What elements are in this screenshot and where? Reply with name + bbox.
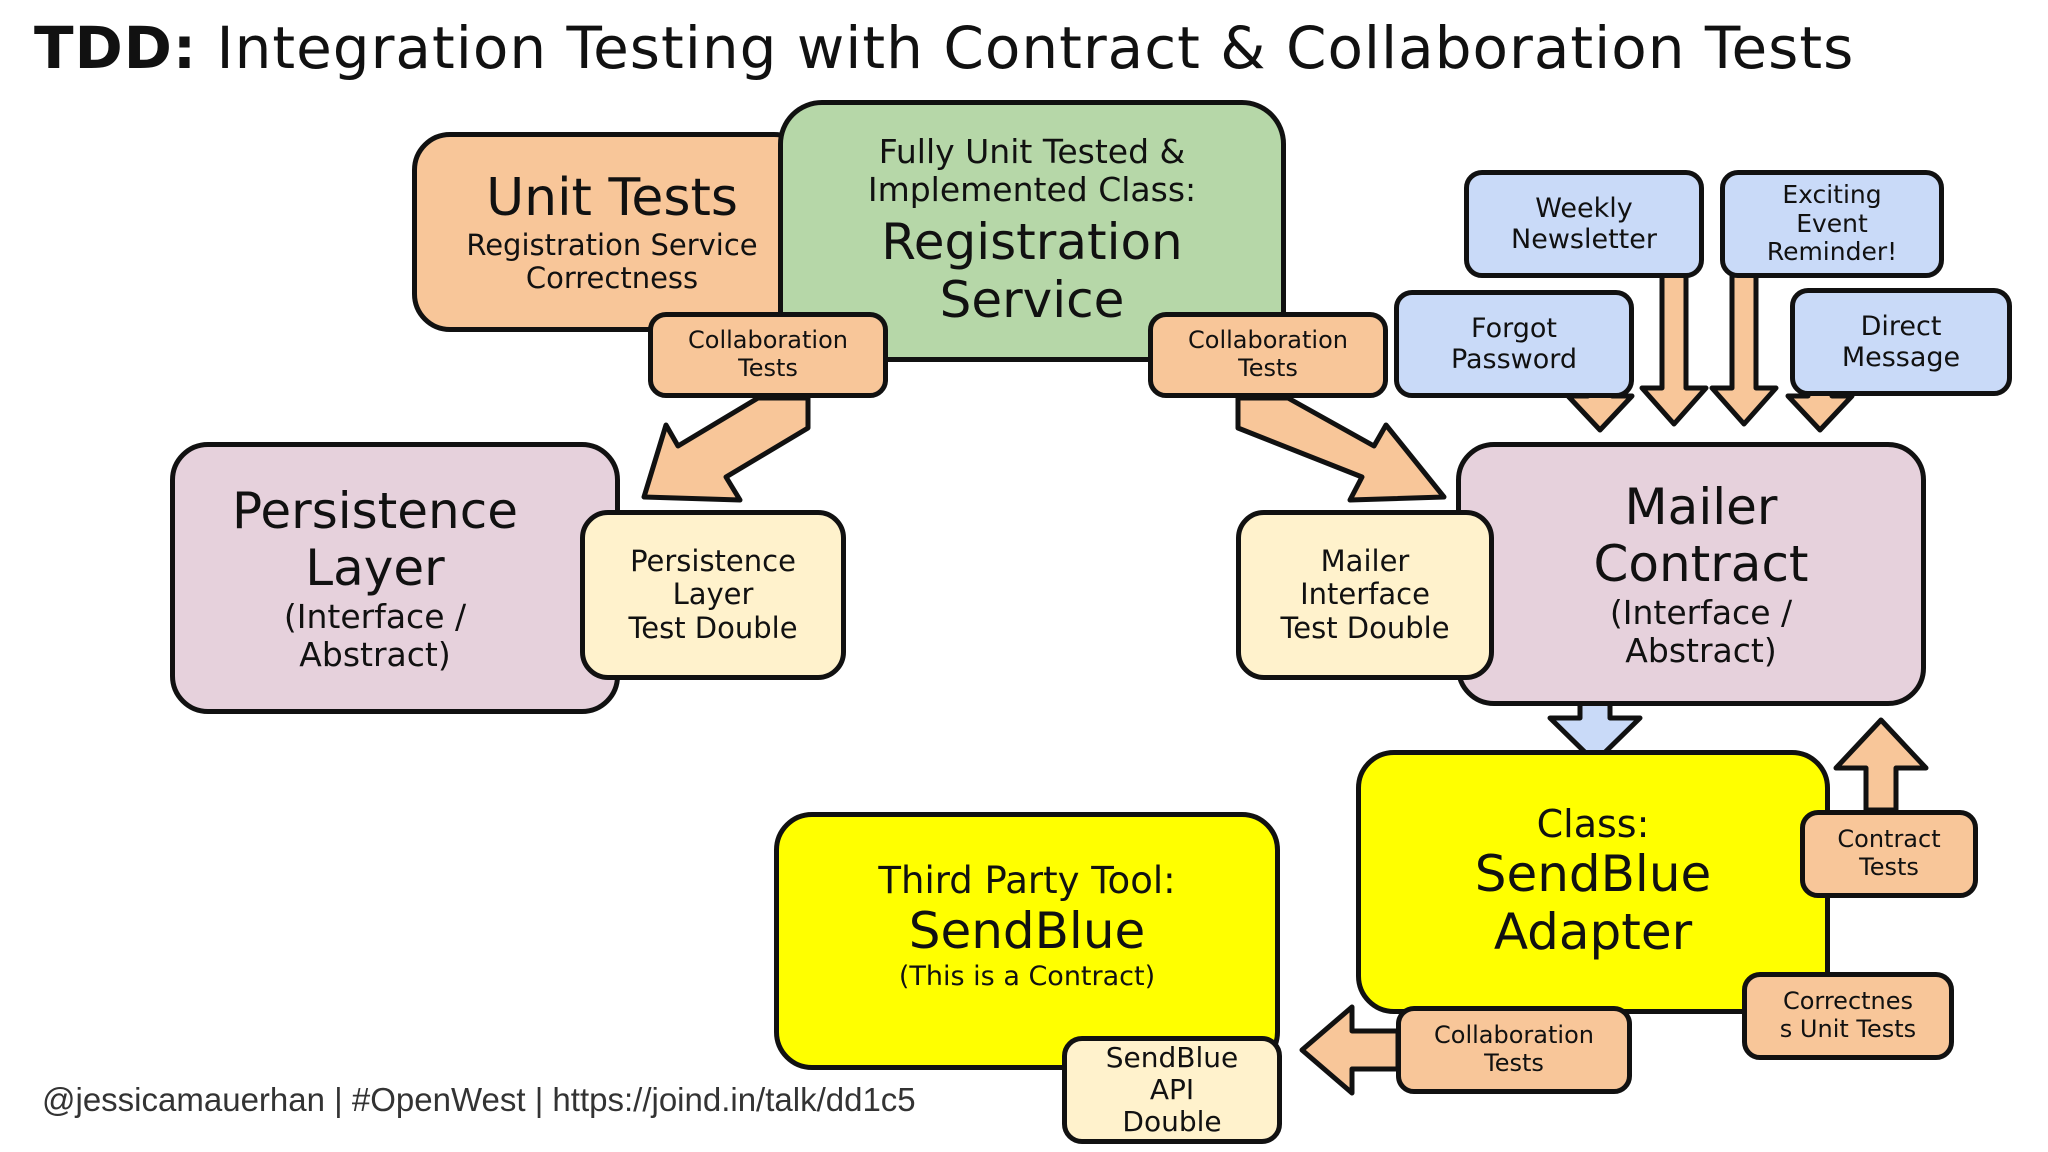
mdouble-line1: Mailer	[1320, 543, 1410, 578]
mailer-line2: Contract	[1593, 535, 1809, 594]
correctness-line1: Correctnes	[1782, 987, 1914, 1016]
pdouble-line2: Layer	[672, 577, 754, 612]
contract-line2: Tests	[1859, 853, 1919, 881]
weekly-newsletter-box: Weekly Newsletter	[1464, 170, 1704, 278]
persistence-layer-box: Persistence Layer (Interface / Abstract)	[170, 442, 620, 714]
arrow-to-third-party	[1299, 1004, 1401, 1096]
arrow-weekly-newsletter	[1639, 256, 1709, 427]
direct-line2: Message	[1841, 342, 1961, 373]
direct-message-box: Direct Message	[1790, 288, 2012, 396]
collab-bottom-line2: Tests	[1484, 1049, 1544, 1077]
apidouble-line2: API	[1149, 1072, 1195, 1106]
persistence-line2: Layer	[305, 539, 445, 598]
footer-credit: @jessicamauerhan | #OpenWest | https://j…	[42, 1081, 916, 1118]
correctness-unit-tests-box: Correctnes s Unit Tests	[1742, 972, 1954, 1060]
persistence-test-double-box: Persistence Layer Test Double	[580, 510, 846, 680]
weekly-line1: Weekly	[1535, 192, 1633, 224]
collab-left-line2: Tests	[738, 354, 798, 382]
unit-tests-heading: Unit Tests	[486, 167, 738, 228]
mailer-contract-box: Mailer Contract (Interface / Abstract)	[1456, 442, 1926, 706]
mdouble-line2: Interface	[1300, 577, 1430, 612]
mailer-test-double-box: Mailer Interface Test Double	[1236, 510, 1494, 680]
pdouble-line1: Persistence	[630, 543, 796, 578]
apidouble-line1: SendBlue	[1105, 1040, 1239, 1074]
contract-tests-box: Contract Tests	[1800, 810, 1978, 898]
pdouble-line3: Test Double	[628, 610, 798, 645]
third-line2: SendBlue	[908, 902, 1146, 960]
arrow-to-mailer	[1235, 395, 1447, 503]
arrow-to-persistence	[641, 395, 811, 503]
registration-line3: Registration	[881, 213, 1183, 272]
collab-right-line2: Tests	[1238, 354, 1298, 382]
collab-bottom-line1: Collaboration	[1434, 1021, 1594, 1050]
arrow-contract-up	[1833, 717, 1929, 813]
title-text: Integration Testing with Contract & Coll…	[216, 14, 1855, 82]
adapter-line3: Adapter	[1493, 902, 1693, 961]
forgot-line1: Forgot	[1471, 312, 1557, 344]
collaboration-tests-left: Collaboration Tests	[648, 312, 888, 398]
forgot-line2: Password	[1450, 344, 1578, 375]
unit-tests-line2: Correctness	[525, 260, 699, 295]
direct-line1: Direct	[1860, 310, 1942, 342]
mailer-line1: Mailer	[1624, 477, 1778, 536]
unit-tests-box: Unit Tests Registration Service Correctn…	[412, 132, 812, 332]
collaboration-tests-bottom: Collaboration Tests	[1396, 1006, 1632, 1094]
registration-line4: Service	[939, 270, 1125, 329]
adapter-line2: SendBlue	[1474, 845, 1712, 904]
unit-tests-line1: Registration Service	[466, 227, 758, 262]
registration-line2: Implemented Class:	[867, 169, 1197, 209]
persistence-line4: Abstract)	[299, 634, 451, 674]
third-line1: Third Party Tool:	[878, 859, 1176, 903]
event-line1: Exciting	[1782, 179, 1882, 209]
apidouble-line3: Double	[1122, 1105, 1222, 1139]
diagram-title: TDD: Integration Testing with Contract &…	[34, 8, 2024, 88]
mdouble-line3: Test Double	[1280, 610, 1450, 645]
weekly-line2: Newsletter	[1511, 224, 1657, 255]
mailer-line4: Abstract)	[1625, 630, 1777, 670]
event-line3: Reminder!	[1766, 237, 1898, 267]
adapter-line1: Class:	[1536, 801, 1650, 846]
arrow-exciting-event	[1709, 256, 1779, 427]
third-party-tool-box: Third Party Tool: SendBlue (This is a Co…	[774, 812, 1280, 1070]
persistence-line1: Persistence	[232, 481, 518, 540]
forgot-password-box: Forgot Password	[1394, 290, 1634, 398]
collaboration-tests-right: Collaboration Tests	[1148, 312, 1388, 398]
event-line2: Event	[1796, 208, 1868, 238]
correctness-line2: s Unit Tests	[1779, 1015, 1917, 1043]
collab-left-line1: Collaboration	[688, 326, 848, 355]
sendblue-api-double-box: SendBlue API Double	[1062, 1036, 1282, 1144]
persistence-line3: (Interface /	[283, 596, 467, 636]
exciting-event-box: Exciting Event Reminder!	[1720, 170, 1944, 278]
title-prefix: TDD:	[34, 14, 198, 82]
contract-line1: Contract	[1837, 825, 1941, 854]
registration-line1: Fully Unit Tested &	[878, 131, 1186, 171]
collab-right-line1: Collaboration	[1188, 326, 1348, 355]
mailer-line3: (Interface /	[1609, 592, 1793, 632]
third-line3: (This is a Contract)	[898, 960, 1156, 992]
